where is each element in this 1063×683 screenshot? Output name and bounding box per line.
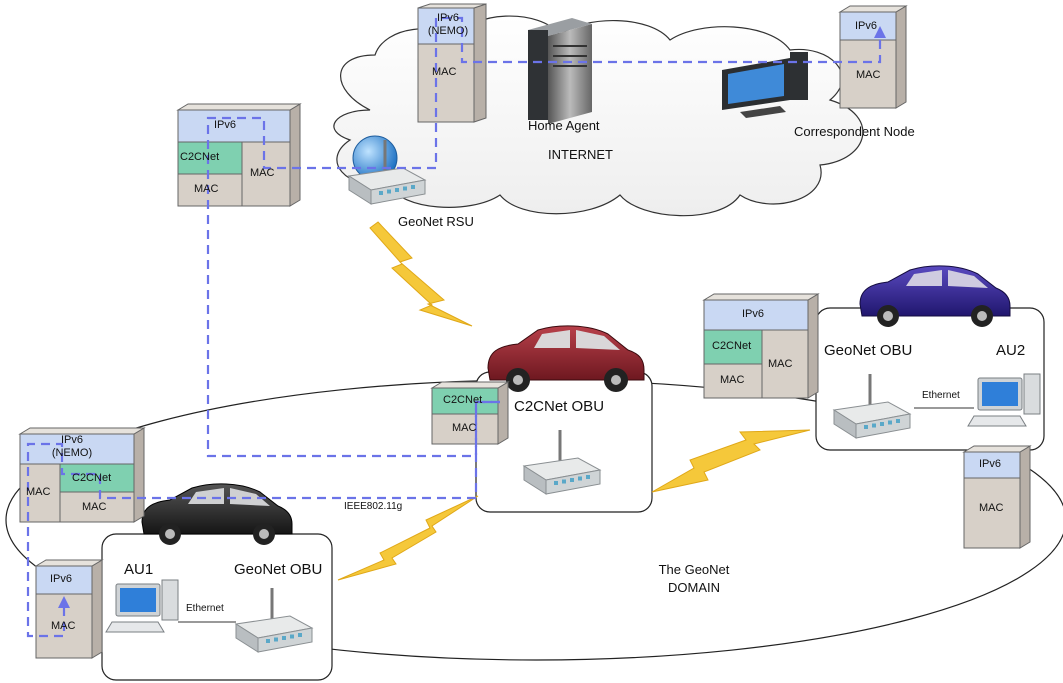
- home-agent-label: Home Agent: [528, 118, 600, 133]
- stack-label-mac: MAC: [979, 502, 1004, 514]
- stack-label-mac: MAC: [720, 374, 745, 386]
- stack-label-mac: MAC: [856, 69, 881, 81]
- stack-label-ipv6: IPv6(NEMO): [427, 12, 469, 37]
- arrow-icon: [874, 26, 886, 38]
- stack-label-c2cnet: C2CNet: [712, 340, 752, 352]
- stack-correspondent: [838, 5, 908, 109]
- server-icon: [528, 18, 592, 124]
- stack-label-mac: MAC: [250, 167, 275, 179]
- internet-label: INTERNET: [548, 147, 613, 162]
- car-blue-icon: [859, 265, 1011, 327]
- au2-label: AU2: [996, 342, 1026, 359]
- stack-c2c: [430, 381, 510, 445]
- au1-label: AU1: [124, 561, 154, 578]
- stack-left-nemo: [18, 427, 146, 523]
- ieee-link-label: IEEE802.11g: [344, 501, 403, 512]
- stack-rsu: [176, 103, 302, 207]
- c2c-obu-label: C2CNet OBU: [514, 398, 605, 415]
- correspondent-node-label: Correspondent Node: [794, 124, 915, 139]
- stack-label-mac: MAC: [432, 66, 457, 78]
- stack-label-mac: MAC: [51, 620, 76, 632]
- ethernet-label: Ethernet: [186, 603, 224, 614]
- geonet-rsu-label: GeoNet RSU: [398, 214, 474, 229]
- stack-label-c2cnet: C2CNet: [72, 472, 112, 484]
- stack-label-mac: MAC: [452, 422, 477, 434]
- right-obu-label: GeoNet OBU: [824, 342, 913, 359]
- ethernet-label: Ethernet: [922, 390, 960, 401]
- stack-label-mac: MAC: [26, 486, 51, 498]
- lightning-icon: [337, 495, 479, 581]
- stack-label-ipv6: IPv6: [214, 119, 237, 131]
- car-red-icon: [487, 325, 645, 392]
- car-black-icon: [141, 483, 293, 545]
- stack-right: [702, 293, 820, 399]
- lightning-icon: [651, 429, 811, 493]
- stack-label-ipv6: IPv6: [979, 458, 1002, 470]
- stack-label-c2cnet: C2CNet: [443, 394, 483, 406]
- stack-label-mac: MAC: [194, 183, 219, 195]
- stack-label-ipv6: IPv6: [742, 308, 765, 320]
- lightning-icon: [369, 221, 473, 327]
- stack-label-c2cnet: C2CNet: [180, 151, 220, 163]
- stack-au2: [962, 445, 1032, 549]
- left-obu-label: GeoNet OBU: [234, 561, 323, 578]
- stack-label-mac: MAC: [768, 358, 793, 370]
- arrow-icon: [58, 596, 70, 608]
- stack-label-ipv6: IPv6: [50, 573, 73, 585]
- flow-path: [26, 16, 882, 638]
- stack-label-mac: MAC: [82, 501, 107, 513]
- computer-icon: [722, 52, 808, 118]
- stack-nemo-top: [417, 3, 487, 123]
- stack-label-ipv6: IPv6: [855, 20, 878, 32]
- stack-label-ipv6: IPv6(NEMO): [51, 434, 93, 459]
